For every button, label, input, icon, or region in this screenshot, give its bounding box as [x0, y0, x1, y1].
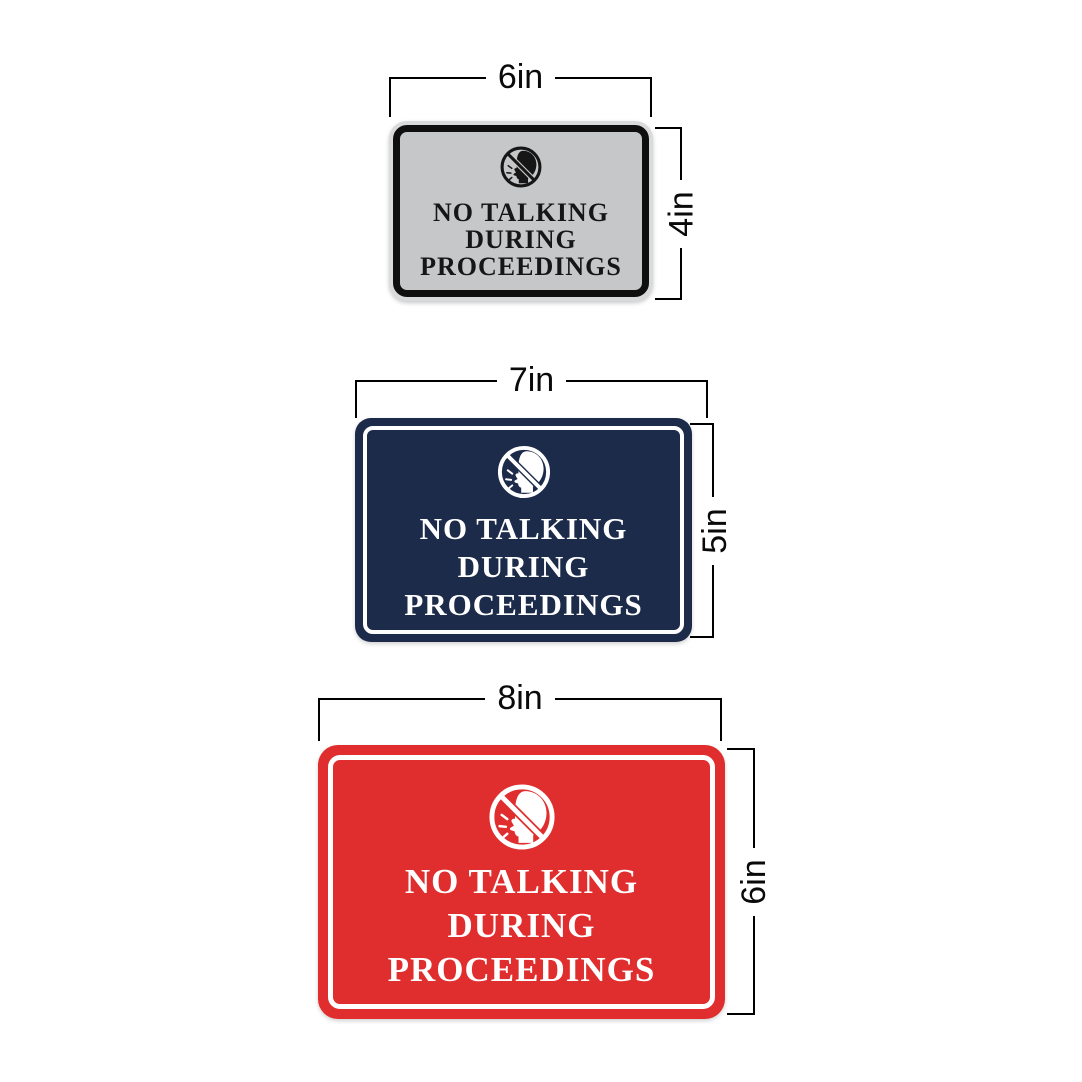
dimension-tick — [690, 423, 714, 425]
dimension-segment — [712, 564, 714, 636]
dimension-tick — [706, 380, 708, 418]
sign-text-line: DURING — [447, 906, 596, 945]
no-talking-icon — [497, 445, 550, 499]
dimension-tick — [650, 77, 652, 117]
dimension-segment — [753, 750, 755, 848]
sign-text: NO TALKING DURING PROCEEDINGS — [388, 860, 656, 992]
dimension-segment — [320, 698, 486, 700]
dimension-tick — [655, 298, 682, 300]
width-dimension-label: 8in — [497, 679, 543, 717]
sign-content: NO TALKING DURING PROCEEDINGS — [318, 745, 725, 1019]
height-dimension-line: 6in — [727, 748, 773, 1015]
navy-sign: NO TALKING DURING PROCEEDINGS — [355, 418, 692, 642]
sign-text-line: DURING — [465, 225, 577, 254]
height-dimension-line: 5in — [690, 423, 734, 638]
sign-text-line: DURING — [457, 549, 590, 584]
height-dimension-label: 6in — [735, 858, 773, 905]
sign-text: NO TALKING DURING PROCEEDINGS — [420, 199, 622, 280]
sign-inner-line — [328, 755, 715, 1009]
sign-text-line: NO TALKING — [419, 511, 628, 546]
height-dimension-label: 5in — [696, 507, 734, 554]
sign-text-line: PROCEEDINGS — [404, 587, 643, 622]
sign-text: NO TALKING DURING PROCEEDINGS — [404, 510, 642, 624]
dimension-tick — [355, 380, 357, 418]
sign-text-line: NO TALKING — [404, 862, 639, 901]
dimension-tick — [690, 636, 714, 638]
dimension-tick — [727, 1013, 755, 1015]
dimension-segment — [680, 129, 682, 180]
width-dimension-line: 7in — [355, 363, 708, 418]
dimension-segment — [554, 698, 720, 700]
no-talking-icon — [488, 784, 555, 850]
height-dimension-label: 4in — [662, 190, 701, 237]
dimension-tick — [720, 698, 722, 741]
sign-content: NO TALKING DURING PROCEEDINGS — [355, 418, 692, 642]
sign-text-line: PROCEEDINGS — [387, 950, 656, 989]
width-dimension-label: 7in — [508, 361, 555, 399]
red-sign: NO TALKING DURING PROCEEDINGS — [318, 745, 725, 1019]
dimension-tick — [389, 77, 391, 117]
dimension-segment — [680, 247, 682, 298]
silver-sign: NO TALKING DURING PROCEEDINGS — [389, 121, 653, 301]
width-dimension-line: 6in — [389, 60, 652, 117]
no-talking-icon — [500, 146, 542, 188]
dimension-segment — [712, 425, 714, 497]
sign-text-line: NO TALKING — [433, 198, 609, 227]
dimension-tick — [655, 127, 682, 129]
width-dimension-label: 6in — [497, 58, 544, 96]
dimension-segment — [391, 77, 486, 79]
dimension-segment — [753, 915, 755, 1013]
width-dimension-line: 8in — [318, 681, 722, 741]
dimension-segment — [357, 380, 497, 382]
dimension-segment — [555, 77, 650, 79]
dimension-tick — [727, 748, 755, 750]
dimension-segment — [566, 380, 706, 382]
dimension-tick — [318, 698, 320, 741]
height-dimension-line: 4in — [655, 127, 701, 300]
sign-inner-line — [363, 426, 684, 634]
sign-border: NO TALKING DURING PROCEEDINGS — [393, 125, 649, 297]
sign-text-line: PROCEEDINGS — [420, 252, 622, 281]
